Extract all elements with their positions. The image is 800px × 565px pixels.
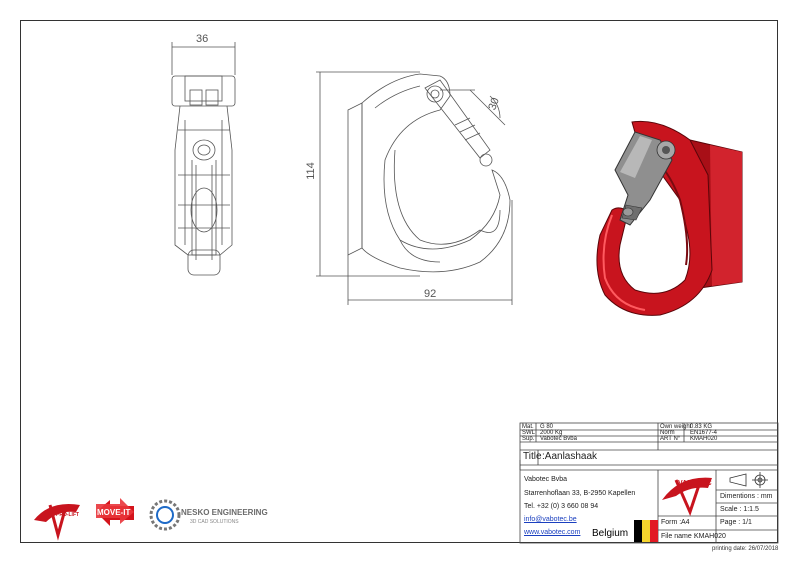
mat-value: G 80	[540, 424, 554, 430]
company-name: Vabotec Bvba	[524, 476, 568, 483]
dim-36: 36	[196, 33, 209, 45]
sup-label: Sup.	[522, 436, 535, 442]
country-label: Belgium	[592, 528, 629, 539]
nesko-logo-title: NESKO ENGINEERING	[181, 508, 268, 517]
nesko-logo-sub: 3D CAD SOLUTIONS	[190, 519, 239, 525]
form-value: A4	[681, 519, 690, 526]
front-view	[316, 71, 513, 305]
title-value: :Aanlashaak	[542, 451, 598, 462]
swl-label: SWL	[522, 430, 536, 436]
norm-value: EN1677-4	[690, 430, 718, 436]
title-block-grid	[519, 422, 779, 544]
swl-value: 2000 Kg	[540, 430, 563, 436]
company-phone: Tel. +32 (0) 3 660 08 94	[524, 503, 599, 510]
drawing-sheet-border	[20, 20, 778, 543]
norm-label: Norm	[660, 430, 675, 436]
file-value: KMAH020	[694, 533, 726, 540]
dimensions-label: Dimentions : mm	[720, 493, 773, 500]
vabotec-logo	[662, 477, 712, 517]
nesko-logo	[149, 499, 181, 531]
company-email[interactable]: info@vabotec.be	[524, 516, 577, 523]
page-label: Page : 1/1	[720, 519, 752, 526]
own-weight-label: Own weight	[660, 424, 692, 430]
mat-label: Mat.	[522, 424, 534, 430]
dim-114: 114	[304, 162, 317, 180]
belgium-flag	[634, 520, 658, 542]
printing-date: printing date: 26/07/2018	[712, 546, 779, 552]
iso-hook-view	[596, 120, 743, 316]
moveit-logo	[96, 498, 134, 526]
side-view	[171, 42, 236, 276]
projection-symbol	[729, 472, 768, 488]
company-website[interactable]: www.vabotec.com	[524, 529, 581, 536]
own-weight-value: 0.83 KG	[690, 424, 713, 430]
title-label: Title	[523, 451, 542, 462]
form-label: Form :	[661, 519, 682, 526]
file-label: File name :	[661, 533, 696, 540]
prolift-logo-text: PRO-LIFT	[56, 512, 80, 518]
prolift-logo	[34, 504, 80, 541]
sup-value: Vabotec Bvba	[540, 436, 577, 442]
scale-label: Scale : 1:1.5	[720, 506, 759, 513]
art-label: ART N°	[660, 436, 681, 442]
company-address: Starrenhoflaan 33, B-2950 Kapellen	[524, 490, 636, 497]
art-value: KMAH020	[690, 436, 718, 442]
moveit-logo-text: MOVE-IT	[97, 508, 131, 517]
brand-name: VABOTEC	[678, 480, 712, 487]
dim-92: 92	[424, 288, 437, 300]
